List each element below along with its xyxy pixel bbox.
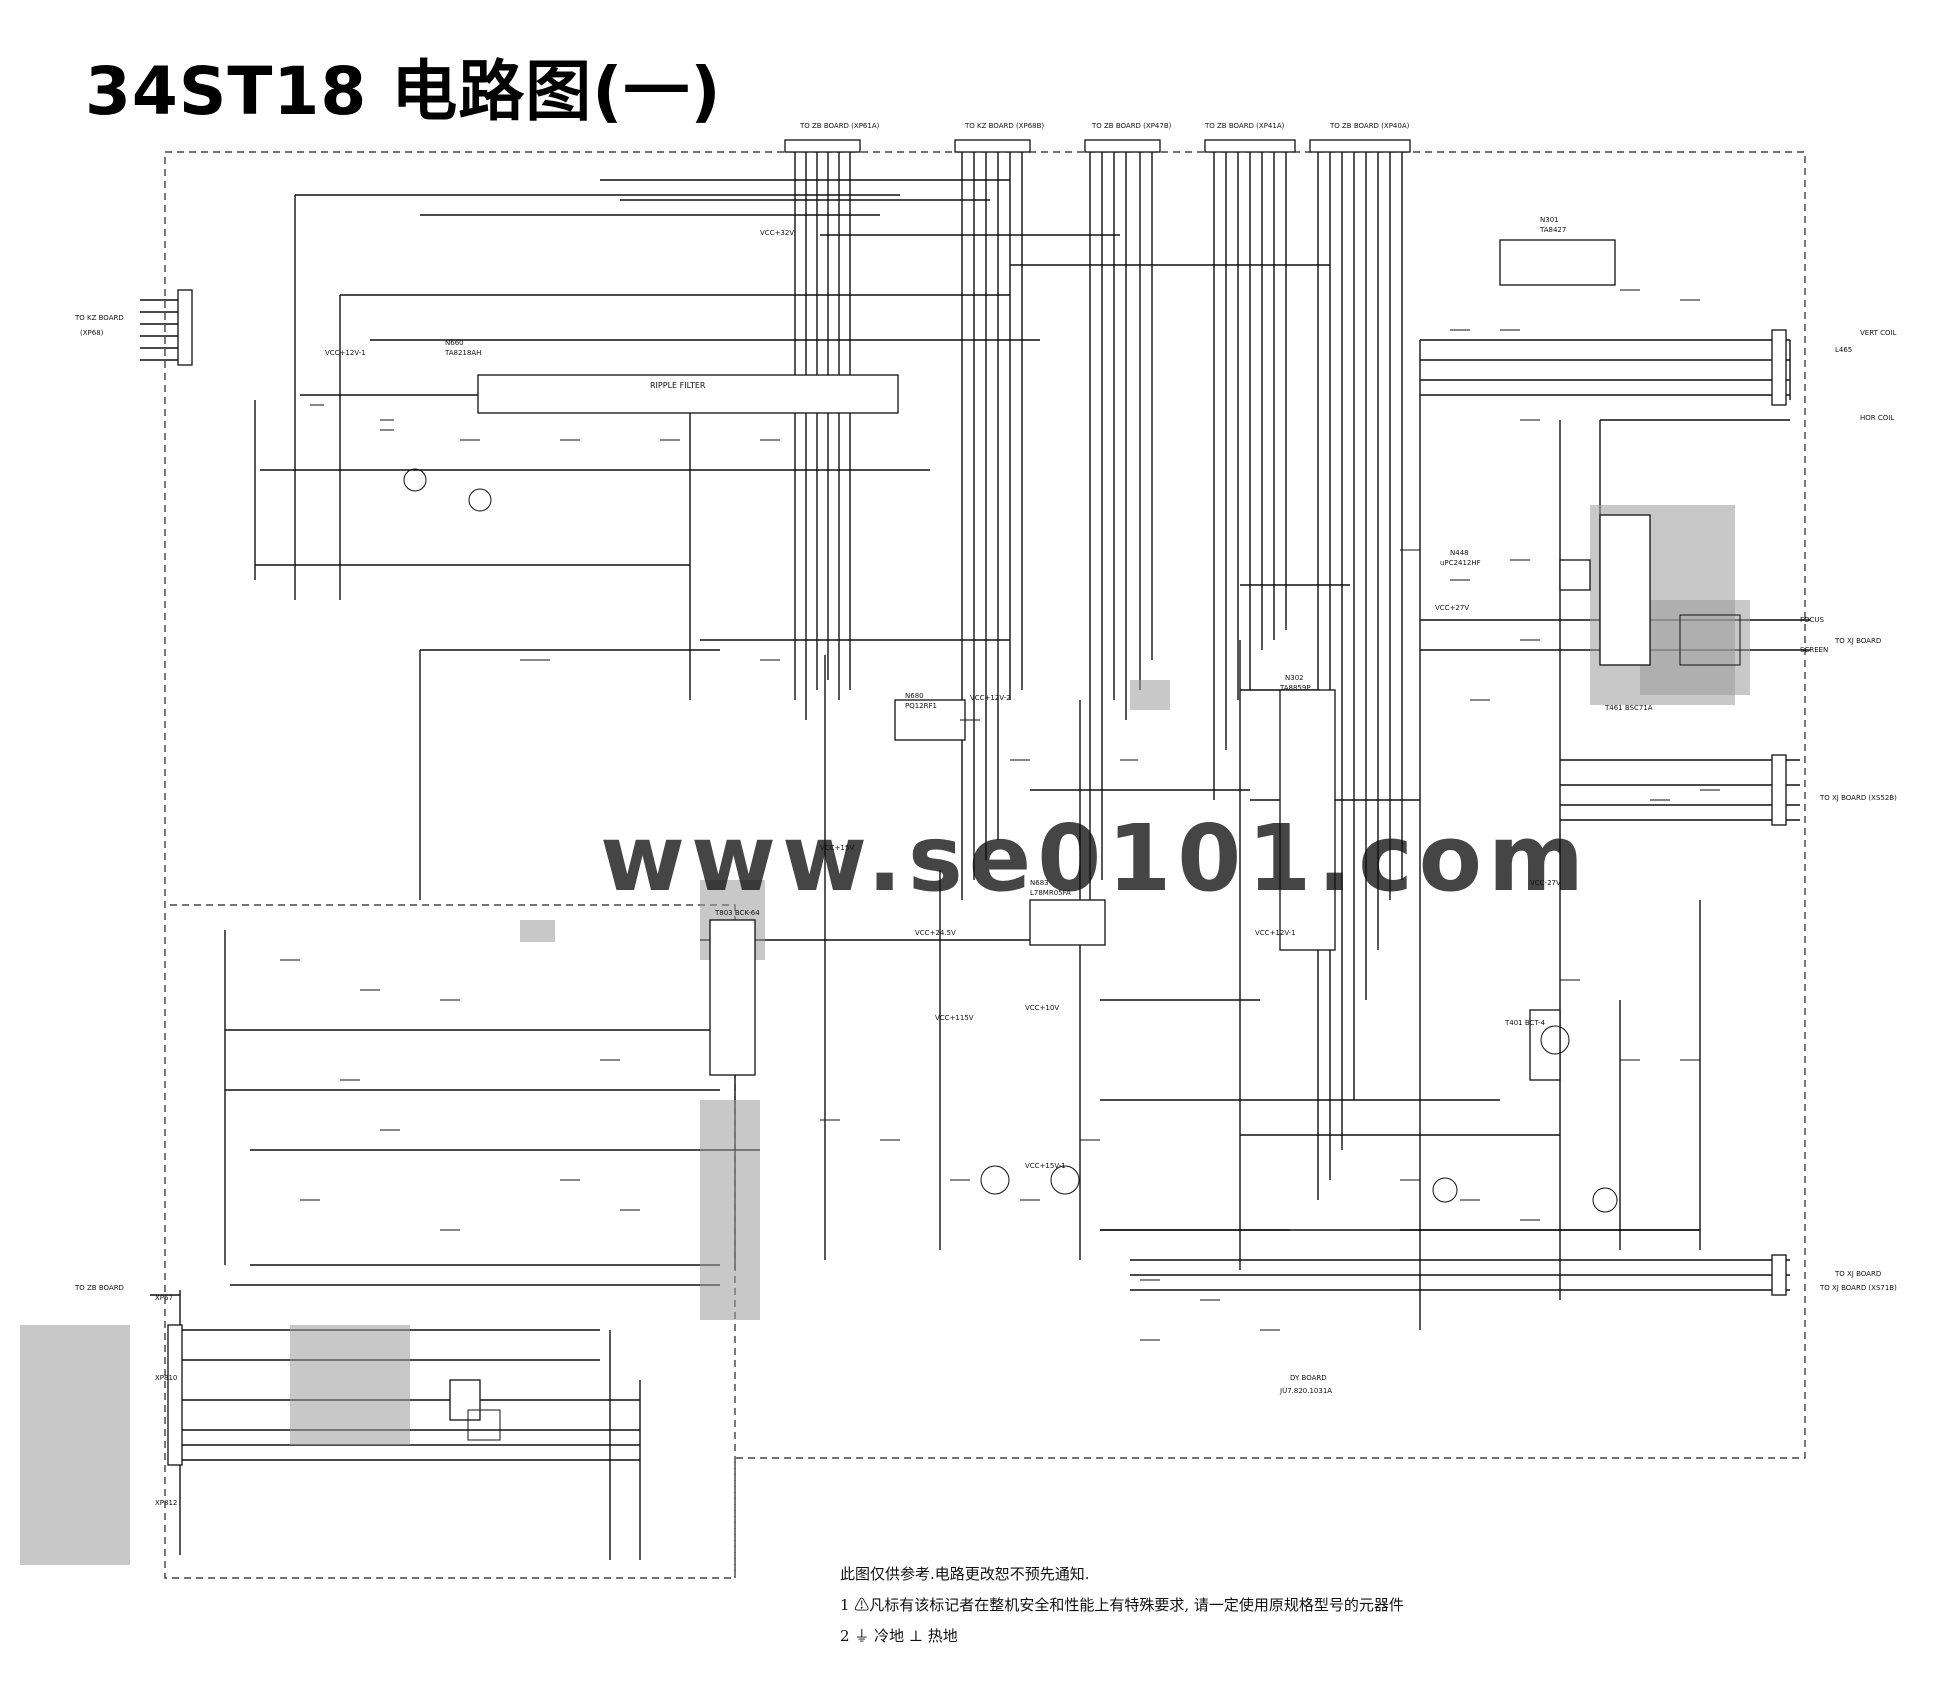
left-connector-label: (XP68) [80,329,104,337]
right-label: VERT COIL [1860,329,1897,337]
left-connector-label: TO ZB BOARD [74,1284,124,1292]
page-title: 34ST18 电路图(一) [85,53,722,130]
part-label: VCC+27V [1435,604,1469,612]
right-label: HOR COIL [1860,414,1894,422]
left-connector-label: TO KZ BOARD [74,314,124,322]
shaded-regions [20,505,1750,1565]
ic-ref: N302 [1285,674,1304,682]
part-label: L465 [1835,346,1852,354]
connector-headers [167,139,1787,1466]
watermark-text: www.se0101.com [600,805,1590,912]
ic-part: PQ12RF1 [905,702,937,710]
transformers [449,514,1651,1421]
ic-ref: N660 [445,339,464,347]
part-label: VCC+115V [935,1014,974,1022]
ic-part: L78MR05FA [1030,889,1071,897]
part-label: VCC+32V [760,229,794,237]
ic-part: TA8859P [1279,684,1311,692]
top-connector-label: TO KZ BOARD (XP68B) [964,122,1044,130]
part-label: T401 BCT-4 [1504,1019,1546,1027]
part-label: XP812 [155,1499,177,1507]
note-line-3: 2 ⏚ 冷地 ⊥ 热地 [840,1627,958,1645]
part-label: T803 BCK-64 [714,909,760,917]
part-label: RIPPLE FILTER [650,381,706,390]
part-label: VCC+24.5V [915,929,956,937]
ic-ref: N448 [1450,549,1469,557]
part-label: VCC+15V-1 [1025,1162,1066,1170]
ic-part: TA8218AH [444,349,481,357]
ic-part: uPC2412HF [1440,559,1481,567]
part-label: VCC+10V [1025,1004,1059,1012]
right-label: FOCUS [1800,616,1825,624]
right-label: TO XJ BOARD [1834,637,1881,645]
part-label: JU7.820.1031A [1279,1387,1332,1395]
note-line-2: 1 ⚠凡标有该标记者在整机安全和性能上有特殊要求, 请一定使用原规格型号的元器件 [840,1596,1404,1614]
right-label: TO XJ BOARD (XS52B) [1819,794,1897,802]
part-label: VCC+15V [820,844,854,852]
right-label: TO XJ BOARD (XS71B) [1819,1284,1897,1292]
top-connector-label: TO ZB BOARD (XP41A) [1204,122,1285,130]
components [280,289,1741,1441]
ic-ref: N301 [1540,216,1559,224]
top-connector-label: TO ZB BOARD (XP40A) [1329,122,1410,130]
ic-ref: N683 [1030,879,1049,887]
part-label: XP810 [155,1374,177,1382]
note-line-1: 此图仅供参考.电路更改恕不预先通知. [840,1565,1090,1583]
ic-blocks [477,239,1616,951]
right-label: TO XJ BOARD [1834,1270,1881,1278]
right-label: SCREEN [1800,646,1828,654]
part-label: VCC-27V [1530,879,1561,887]
part-label: T461 BSC71A [1604,704,1653,712]
part-label: VCC+12V-2 [970,694,1011,702]
top-connector-label: TO ZB BOARD (XP61A) [799,122,880,130]
part-label: VCC+12V-1 [1255,929,1296,937]
part-label: DY BOARD [1290,1374,1327,1382]
ic-ref: N680 [905,692,924,700]
footnotes: 此图仅供参考.电路更改恕不预先通知. 1 ⚠凡标有该标记者在整机安全和性能上有特… [840,1563,1404,1656]
ic-part: TA8427 [1539,226,1566,234]
part-label: VCC+12V-1 [325,349,366,357]
top-connector-label: TO ZB BOARD (XP47B) [1091,122,1172,130]
part-label: XP67 [155,1294,173,1302]
